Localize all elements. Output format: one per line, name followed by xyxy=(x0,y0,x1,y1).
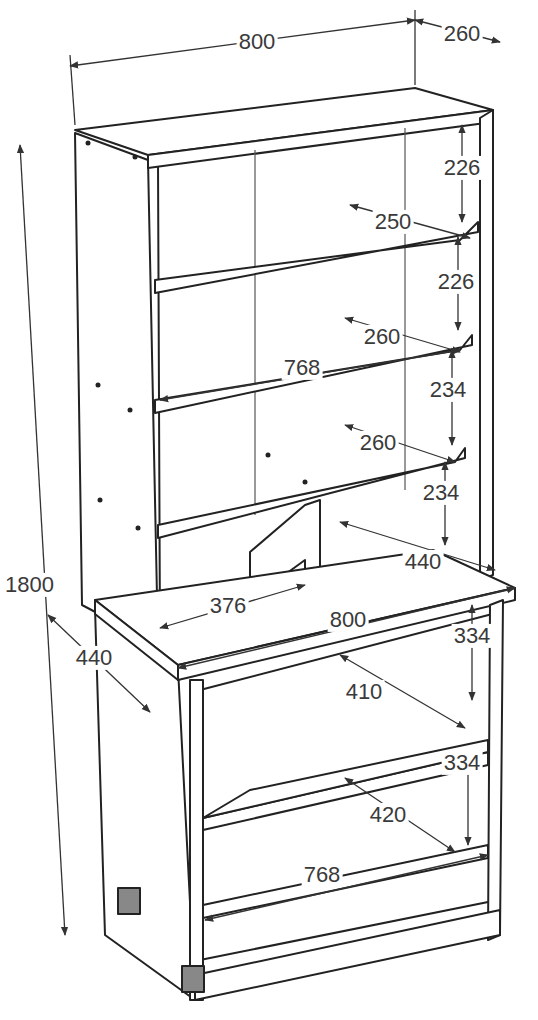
dimension-label: 768 xyxy=(282,356,323,380)
dimension-label: 376 xyxy=(208,594,249,618)
dimension-label: 260 xyxy=(358,431,399,455)
dimension-label: 420 xyxy=(368,803,409,827)
dimension-label: 250 xyxy=(373,210,414,234)
dimension-label: 768 xyxy=(302,863,343,887)
dimension-label: 234 xyxy=(428,378,469,402)
dimension-label: 334 xyxy=(452,624,493,648)
dimension-label: 226 xyxy=(436,270,477,294)
dimension-label: 1800 xyxy=(3,573,56,597)
dimension-label: 260 xyxy=(442,22,483,46)
dimension-label: 800 xyxy=(328,608,369,632)
dimension-label: 234 xyxy=(421,481,462,505)
dimension-label: 440 xyxy=(403,550,444,574)
dimension-label: 410 xyxy=(344,680,385,704)
dimension-label: 334 xyxy=(442,751,483,775)
dimension-label: 260 xyxy=(362,325,403,349)
dimension-label: 800 xyxy=(237,30,278,54)
dimension-label: 440 xyxy=(74,646,115,670)
dimension-label: 226 xyxy=(442,156,483,180)
